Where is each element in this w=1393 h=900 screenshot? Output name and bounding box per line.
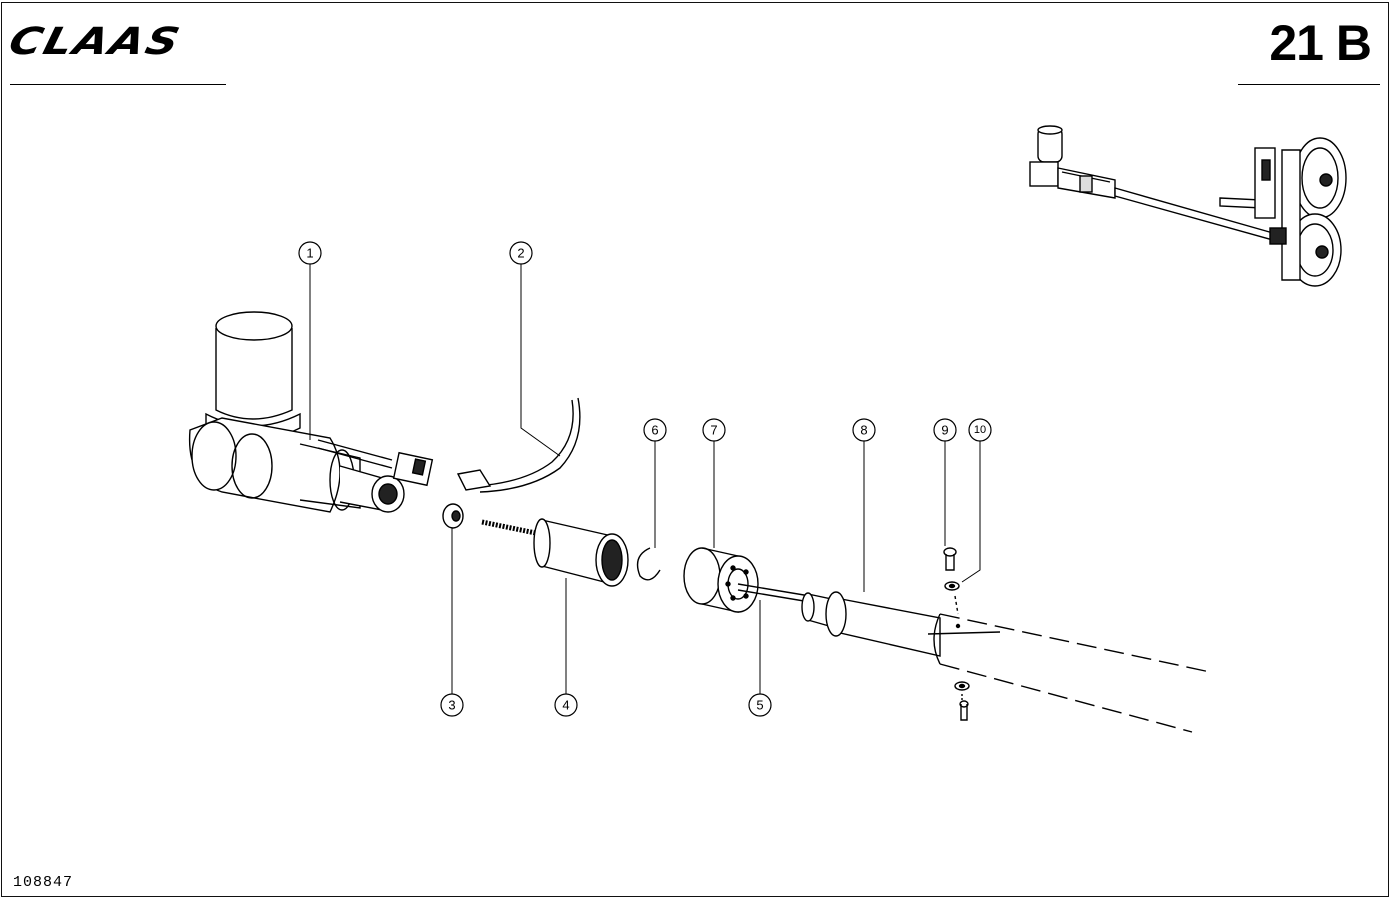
logo-underline	[10, 84, 226, 85]
callout-3-label: 3	[448, 698, 455, 713]
callout-5: 5	[748, 693, 772, 717]
part-2-cable	[456, 397, 581, 493]
leader-lines	[309, 264, 981, 694]
callout-3: 3	[440, 693, 464, 717]
part-7-bearing	[683, 547, 759, 613]
callout-2: 2	[509, 241, 533, 265]
callout-5-label: 5	[756, 698, 763, 713]
callout-7: 7	[702, 418, 726, 442]
part-4-sleeve	[481, 518, 629, 587]
callout-6: 6	[643, 418, 667, 442]
callout-9: 9	[933, 418, 957, 442]
part-10-washer	[944, 581, 970, 700]
callout-8-label: 8	[860, 423, 867, 438]
assembly-overview-thumbnail	[1029, 125, 1347, 287]
part-8-tube	[801, 591, 1211, 733]
callout-4-label: 4	[562, 698, 569, 713]
callout-6-label: 6	[651, 423, 658, 438]
callout-10-label: 10	[974, 424, 986, 436]
callout-4: 4	[554, 693, 578, 717]
callout-1-label: 1	[306, 246, 313, 261]
part-6-circlip	[636, 547, 661, 581]
callout-9-label: 9	[941, 423, 948, 438]
part-9-bolt	[943, 547, 969, 721]
callout-7-label: 7	[710, 423, 717, 438]
page-number: 21 B	[1269, 15, 1372, 71]
page-number-underline	[1238, 84, 1380, 85]
callout-8: 8	[852, 418, 876, 442]
drawing-number: 108847	[13, 874, 74, 891]
part-3-nut	[442, 503, 464, 529]
callout-10: 10	[968, 418, 992, 442]
callout-2-label: 2	[517, 246, 524, 261]
part-1-motor	[188, 311, 434, 513]
callout-1: 1	[298, 241, 322, 265]
